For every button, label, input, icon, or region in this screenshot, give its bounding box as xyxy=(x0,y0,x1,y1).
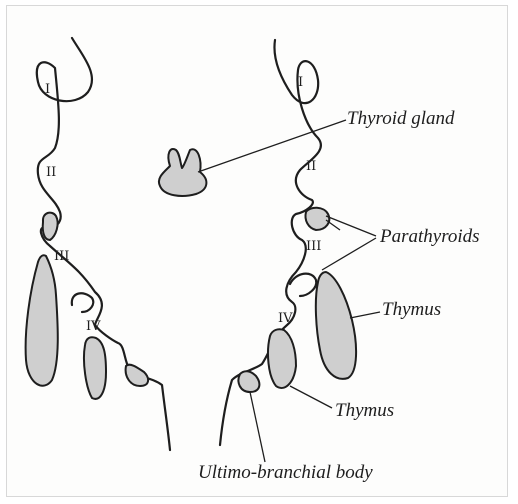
right-arch-numeral-4: IV xyxy=(278,311,293,326)
parathyroid-leader-lower xyxy=(322,238,376,270)
left-parathyroid xyxy=(43,213,58,240)
left-arch-numeral-4: IV xyxy=(86,319,101,334)
left-arch-numeral-1: I xyxy=(45,82,50,97)
left-thymus xyxy=(26,255,58,385)
left-arch-numeral-3: III xyxy=(54,249,69,264)
right-arch-numeral-2: II xyxy=(306,159,316,174)
ultimo-branchial-leader xyxy=(250,392,265,462)
left-arch-numeral-2: II xyxy=(46,165,56,180)
ultimo-branchial-label: Ultimo-branchial body xyxy=(198,462,373,483)
left-pouch-iv xyxy=(72,293,93,312)
right-pouch-iv xyxy=(290,274,316,296)
thymus-upper-label: Thymus xyxy=(382,299,441,320)
left-ultimo-branchial xyxy=(126,365,148,386)
right-thymus xyxy=(316,272,356,379)
right-pouch-iv-gland xyxy=(268,329,296,388)
parathyroids-label: Parathyroids xyxy=(379,226,480,247)
thymus-lower-leader xyxy=(290,386,332,408)
right-parathyroid xyxy=(305,208,329,230)
thyroid-gland xyxy=(159,149,206,196)
thymus-lower-label: Thymus xyxy=(335,400,394,421)
right-arch-numeral-3: III xyxy=(306,239,321,254)
thyroid-leader xyxy=(198,120,346,172)
thymus-upper-leader xyxy=(350,312,380,318)
right-arch-numeral-1: I xyxy=(298,75,303,90)
right-ultimo-branchial xyxy=(238,371,259,392)
left-pouch-iv-gland xyxy=(84,337,106,399)
thyroid-gland-label: Thyroid gland xyxy=(347,108,455,129)
